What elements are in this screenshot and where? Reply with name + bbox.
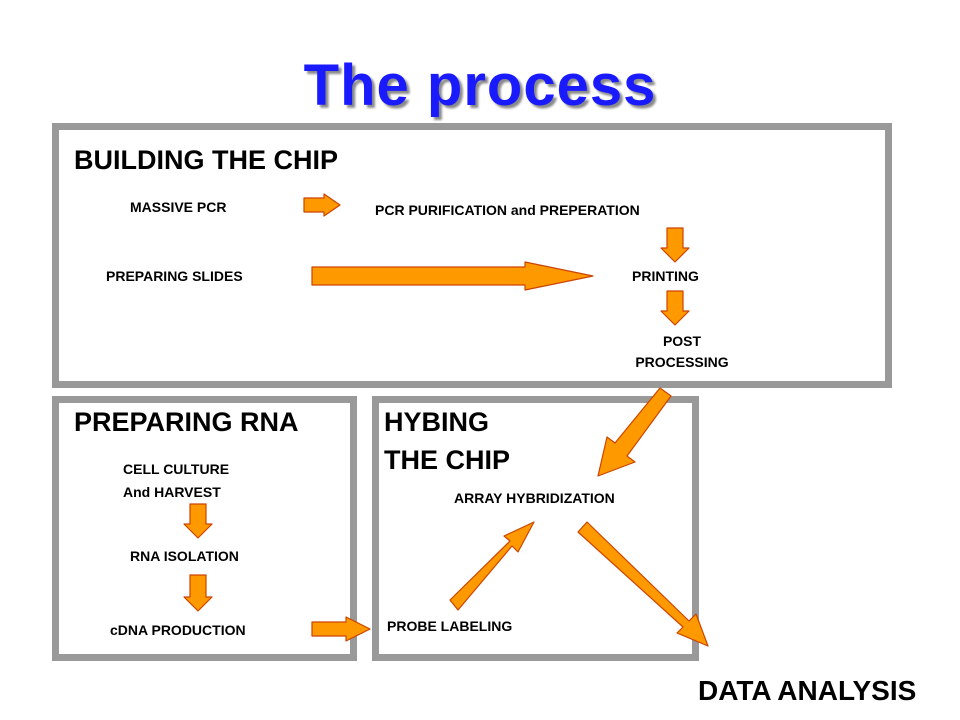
arrow-post-to-hybridization (597, 387, 672, 477)
step-cell-culture: CELL CULTURE (123, 461, 230, 477)
arrow-probe-to-hybridization (449, 521, 535, 611)
step-pcr-purification: PCR PURIFICATION and PREPERATION (375, 202, 640, 218)
preparing-rna-heading: PREPARING RNA (74, 407, 299, 437)
arrow-slides-to-printing (311, 261, 594, 291)
step-processing: PROCESSING (635, 354, 729, 370)
arrow-pcr-to-purification (303, 193, 341, 217)
step-preparing-slides: PREPARING SLIDES (106, 268, 243, 284)
hybing-chip-panel (372, 396, 699, 661)
hybing-heading-line1: HYBING (384, 407, 490, 437)
data-analysis-label: DATA ANALYSIS (698, 675, 917, 706)
building-chip-panel (52, 123, 892, 388)
page-title: The process (303, 53, 657, 118)
step-massive-pcr: MASSIVE PCR (130, 199, 227, 215)
arrow-cdna-to-probe (311, 616, 371, 642)
step-and-harvest: And HARVEST (123, 484, 221, 500)
step-rna-isolation: RNA ISOLATION (130, 548, 239, 564)
step-array-hybridization: ARRAY HYBRIDIZATION (454, 490, 615, 506)
step-probe-labeling: PROBE LABELING (387, 618, 513, 634)
step-printing: PRINTING (632, 268, 699, 284)
arrow-isolation-to-cdna (183, 574, 213, 612)
building-chip-heading: BUILDING THE CHIP (74, 145, 339, 175)
arrow-purification-to-printing (660, 227, 690, 263)
hybing-heading-line2: THE CHIP (384, 445, 511, 475)
arrow-printing-to-post (660, 290, 690, 326)
arrow-hybridization-to-data (577, 521, 709, 647)
step-cdna-production: cDNA PRODUCTION (110, 622, 246, 638)
arrow-harvest-to-isolation (183, 503, 213, 539)
step-post: POST (662, 333, 702, 349)
